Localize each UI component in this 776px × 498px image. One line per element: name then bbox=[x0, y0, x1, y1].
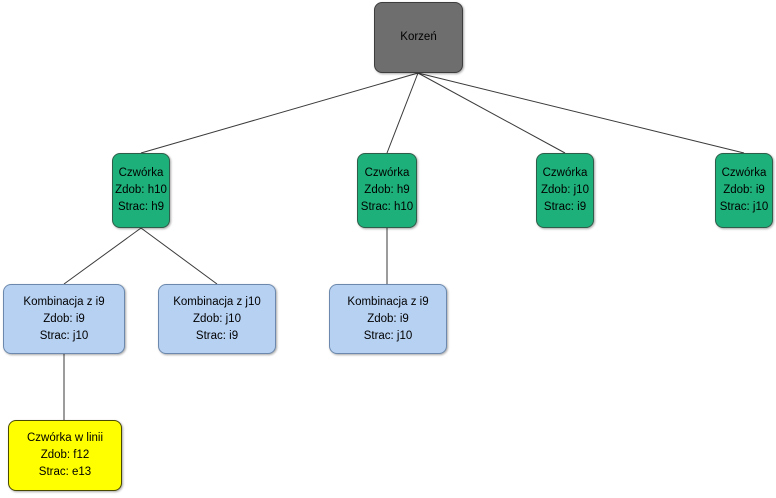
edge-czworka-1-kombinacja-1 bbox=[63, 227, 142, 285]
node-strac: Strac: h9 bbox=[117, 201, 165, 213]
node-czworka-w-linii: Czwórka w linii Zdob: f12 Strac: e13 bbox=[8, 420, 122, 491]
node-root: Korzeń bbox=[374, 2, 463, 73]
node-title: Kombinacja z i9 bbox=[347, 295, 429, 308]
node-root-label: Korzeń bbox=[400, 31, 437, 43]
node-title: Kombinacja z j10 bbox=[173, 295, 261, 308]
node-zdob: Zdob: i9 bbox=[367, 312, 409, 325]
node-zdob: Zdob: h9 bbox=[364, 184, 410, 196]
node-kombinacja-2: Kombinacja z j10 Zdob: j10 Strac: i9 bbox=[158, 284, 276, 354]
node-zdob: Zdob: i9 bbox=[43, 312, 85, 325]
node-czworka-2: Czwórka Zdob: h9 Strac: h10 bbox=[357, 153, 417, 228]
node-kombinacja-3: Kombinacja z i9 Zdob: i9 Strac: j10 bbox=[329, 284, 447, 354]
node-czworka-1: Czwórka Zdob: h10 Strac: h9 bbox=[112, 153, 170, 228]
node-title: Czwórka w linii bbox=[26, 432, 104, 444]
node-strac: Strac: j10 bbox=[39, 329, 89, 342]
node-strac: Strac: i9 bbox=[543, 201, 587, 213]
node-title: Czwórka bbox=[118, 167, 164, 179]
edge-czworka-1-kombinacja-2 bbox=[140, 227, 218, 285]
edge-root-czworka-2 bbox=[386, 72, 419, 154]
node-zdob: Zdob: f12 bbox=[40, 449, 90, 461]
node-zdob: Zdob: j10 bbox=[193, 312, 241, 325]
node-title: Czwórka bbox=[721, 167, 767, 179]
node-strac: Strac: e13 bbox=[38, 466, 92, 478]
node-strac: Strac: i9 bbox=[195, 329, 239, 342]
node-zdob: Zdob: i9 bbox=[723, 184, 765, 196]
node-czworka-3: Czwórka Zdob: j10 Strac: i9 bbox=[536, 153, 594, 228]
node-title: Kombinacja z i9 bbox=[23, 295, 105, 308]
node-zdob: Zdob: h10 bbox=[115, 184, 167, 196]
node-strac: Strac: j10 bbox=[363, 329, 413, 342]
node-zdob: Zdob: j10 bbox=[541, 184, 589, 196]
edge-root-czworka-1 bbox=[140, 72, 419, 154]
node-strac: Strac: h10 bbox=[360, 201, 414, 213]
node-kombinacja-1: Kombinacja z i9 Zdob: i9 Strac: j10 bbox=[3, 284, 125, 354]
node-title: Czwórka bbox=[542, 167, 588, 179]
edge-root-czworka-4 bbox=[417, 72, 745, 154]
node-title: Czwórka bbox=[364, 167, 410, 179]
node-czworka-4: Czwórka Zdob: i9 Strac: j10 bbox=[715, 153, 773, 228]
edge-root-czworka-3 bbox=[417, 72, 566, 154]
node-strac: Strac: j10 bbox=[719, 201, 769, 213]
